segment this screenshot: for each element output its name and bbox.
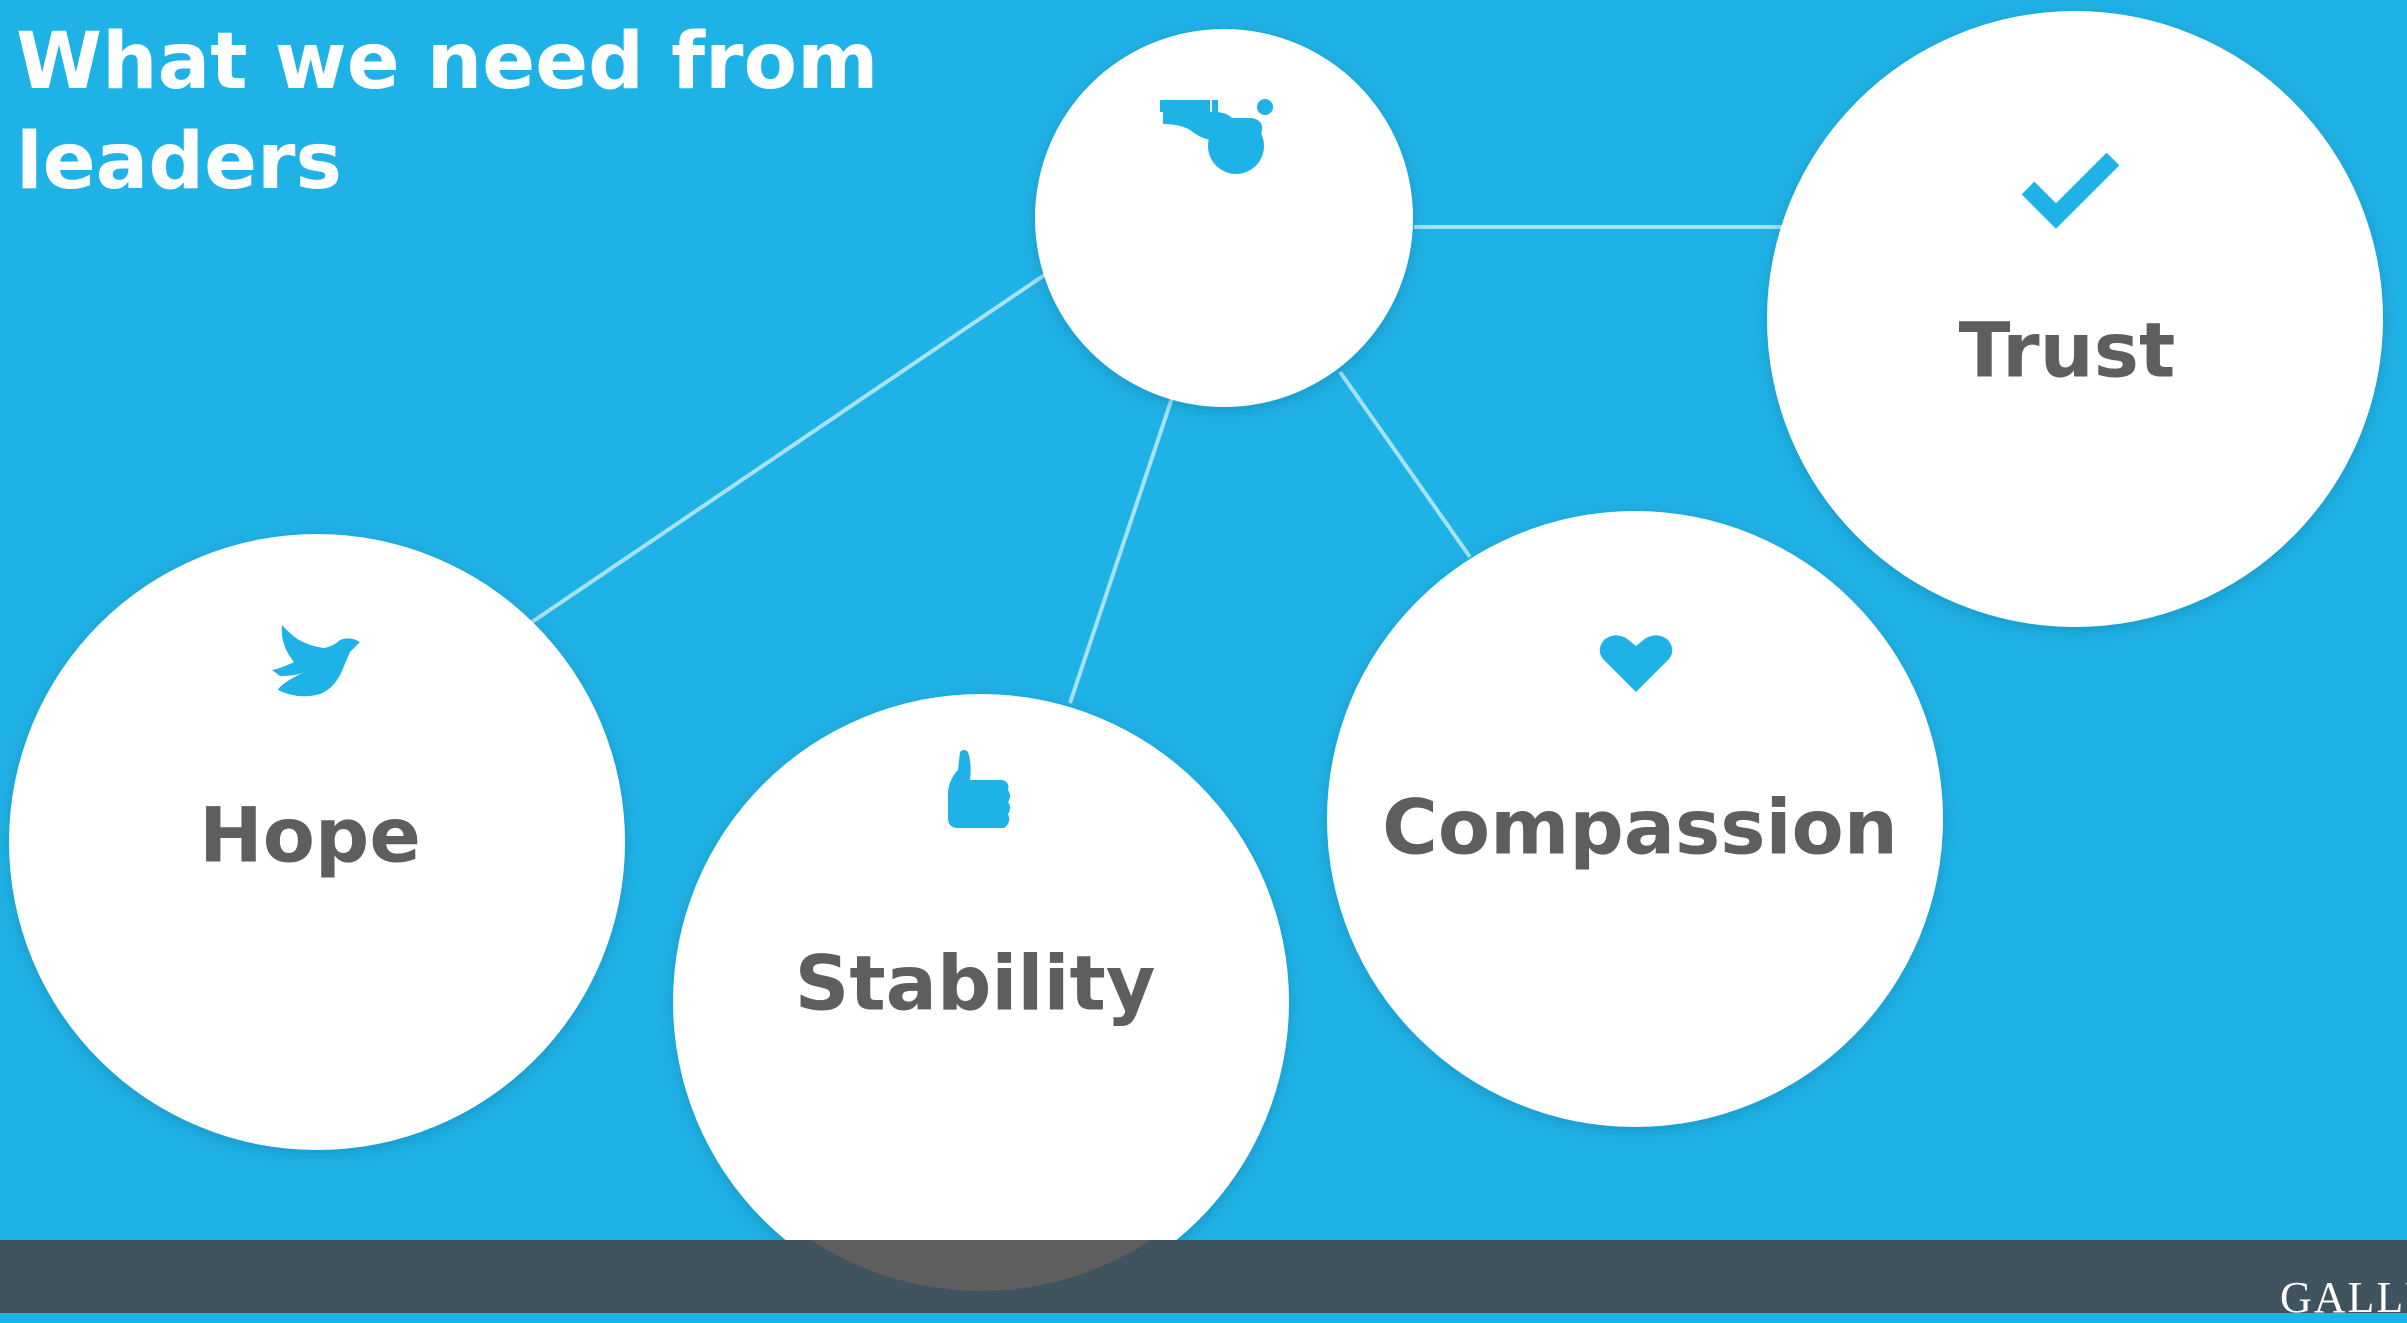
hope-circle [9,534,625,1150]
checkmark-icon [2021,152,2120,229]
heart-icon [1599,635,1673,692]
connector-hub-hope [530,272,1048,624]
connector-hub-stability [1068,397,1174,704]
trust-circle [1767,11,2383,627]
connectors [530,225,1782,704]
brand-logo: GALLUP [2280,1273,2407,1322]
hub-circle [1035,29,1413,407]
thumbs-up-icon [948,750,1010,828]
trust-label: Trust [1958,305,2176,395]
stability-circle-overlap [0,1240,2407,1313]
footer-bar [0,1240,2407,1313]
compassion-label: Compassion [1382,782,1898,872]
stability-circle [673,694,1289,1310]
compassion-circle [1327,511,1943,1127]
stability-label: Stability [794,938,1156,1028]
connector-hub-compassion [1338,370,1472,559]
whistle-icon [1160,99,1273,174]
slide-title: What we need from leaders [16,17,879,207]
hope-label: Hope [199,790,421,880]
dove-icon [272,625,360,697]
